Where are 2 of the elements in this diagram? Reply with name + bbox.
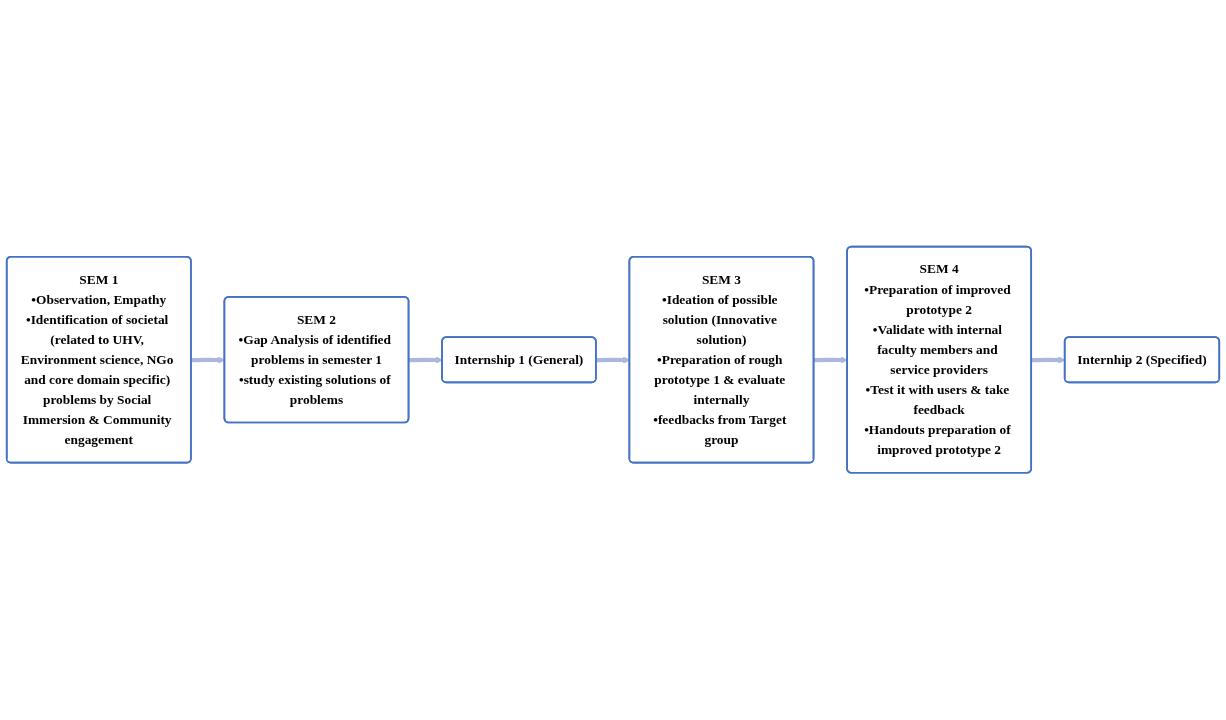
arrow — [408, 356, 443, 364]
arrow — [813, 356, 848, 364]
